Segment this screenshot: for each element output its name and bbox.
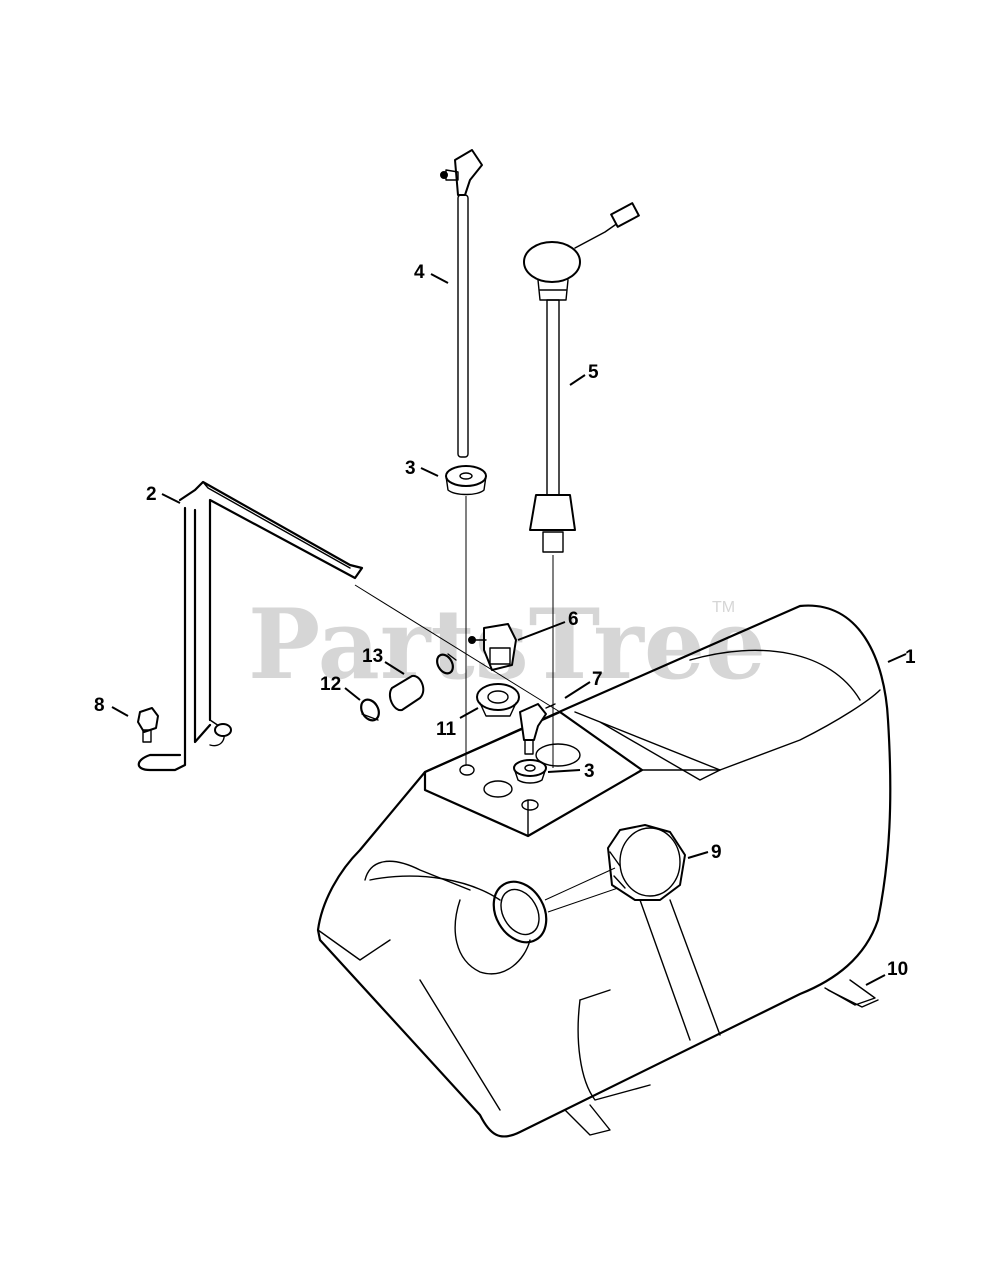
part-tank-pad[interactable] [827, 989, 879, 1008]
callout-6: 6 [568, 609, 579, 630]
leader-3b [547, 769, 581, 773]
callout-3-upper: 3 [405, 458, 416, 479]
watermark-trademark: TM [712, 599, 735, 616]
part-fuel-cap[interactable] [607, 824, 686, 901]
part-fuel-valve[interactable] [468, 623, 517, 671]
part-bushing[interactable] [476, 683, 520, 717]
leader-12 [344, 687, 361, 701]
callout-2: 2 [146, 484, 157, 505]
callout-12: 12 [320, 674, 341, 695]
callout-1: 1 [905, 647, 916, 668]
part-elbow-fitting[interactable] [519, 703, 556, 755]
part-fuel-line[interactable] [440, 149, 483, 458]
leader-2 [161, 493, 181, 504]
leader-7 [564, 681, 591, 699]
leader-13 [384, 661, 405, 675]
leader-10 [865, 974, 886, 986]
leader-5 [569, 374, 586, 386]
cap-centerline-2 [547, 887, 619, 913]
part-hose[interactable] [388, 674, 425, 712]
part-bolt[interactable] [137, 707, 159, 743]
part-hose-clamp-upper[interactable] [434, 652, 457, 676]
part-grommet-upper[interactable] [445, 465, 487, 496]
cap-centerline [544, 867, 616, 901]
callout-4: 4 [414, 262, 425, 283]
leader-3a [420, 467, 439, 477]
callout-8: 8 [94, 695, 105, 716]
leader-9 [687, 851, 709, 859]
part-fuel-tank[interactable] [316, 604, 892, 1138]
leader-1 [887, 653, 907, 663]
bracket-centerline [354, 584, 561, 713]
leader-6 [517, 621, 566, 641]
callout-13: 13 [362, 646, 383, 667]
callout-3-lower: 3 [584, 761, 595, 782]
filler-neck [492, 880, 548, 944]
callout-11: 11 [436, 719, 457, 740]
part-fuel-sender[interactable] [523, 202, 640, 553]
callout-7: 7 [592, 669, 603, 690]
leader-11 [459, 707, 479, 719]
callout-10: 10 [887, 959, 908, 980]
part-grommet-lower[interactable] [513, 759, 547, 784]
leader-8 [111, 706, 129, 717]
part-tank-bracket[interactable] [137, 480, 364, 772]
leader-4 [430, 273, 449, 284]
part-hose-clamp[interactable] [358, 696, 383, 723]
callout-5: 5 [588, 362, 599, 383]
callout-9: 9 [711, 842, 722, 863]
